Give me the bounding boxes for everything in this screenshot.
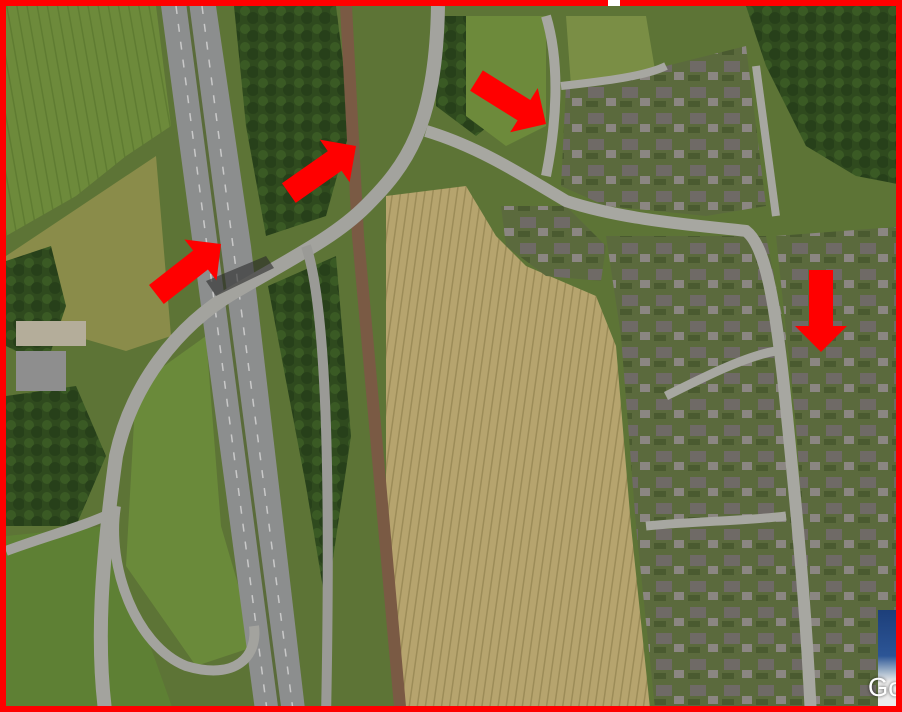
- motorway-lane-east: [201, 6, 294, 706]
- arrow-housing-street: [795, 270, 847, 352]
- estate-road-2: [663, 346, 777, 401]
- central-field: [386, 186, 650, 706]
- arrow-motorway-bridge: [148, 239, 221, 304]
- map-provider-logo: Go: [868, 672, 902, 702]
- woodland-southwest: [6, 386, 106, 526]
- housing-east: [776, 226, 896, 706]
- housing-north: [561, 46, 766, 216]
- road-north-east: [560, 62, 668, 90]
- satellite-map[interactable]: [6, 6, 902, 712]
- road-north-bend: [541, 14, 561, 177]
- field-southwest: [6, 526, 172, 706]
- house-west-yard: [16, 321, 86, 346]
- arrow-overbridge-north: [281, 139, 356, 203]
- railway: [340, 6, 406, 706]
- house-west: [16, 351, 66, 391]
- interchange-slip-loop: [109, 505, 260, 676]
- motorway-central-reservation: [186, 6, 281, 706]
- field-north-east: [566, 16, 656, 86]
- woodland-east: [746, 6, 896, 184]
- road-west: [6, 506, 119, 556]
- side-road-south: [301, 244, 333, 706]
- estate-road-1: [645, 511, 787, 531]
- field-northwest: [6, 6, 171, 236]
- junction-road-east: [424, 125, 817, 706]
- map-type-thumbnail[interactable]: [878, 610, 896, 706]
- estate-road-3: [752, 65, 780, 217]
- frame-gap: [608, 0, 620, 6]
- overbridge-road: [93, 6, 445, 706]
- motorway-lane-west: [175, 6, 268, 706]
- bridge-shadow: [206, 256, 274, 296]
- field-interchange-loop: [126, 336, 256, 666]
- housing-mid: [501, 206, 606, 281]
- arrow-junction-road: [470, 70, 546, 133]
